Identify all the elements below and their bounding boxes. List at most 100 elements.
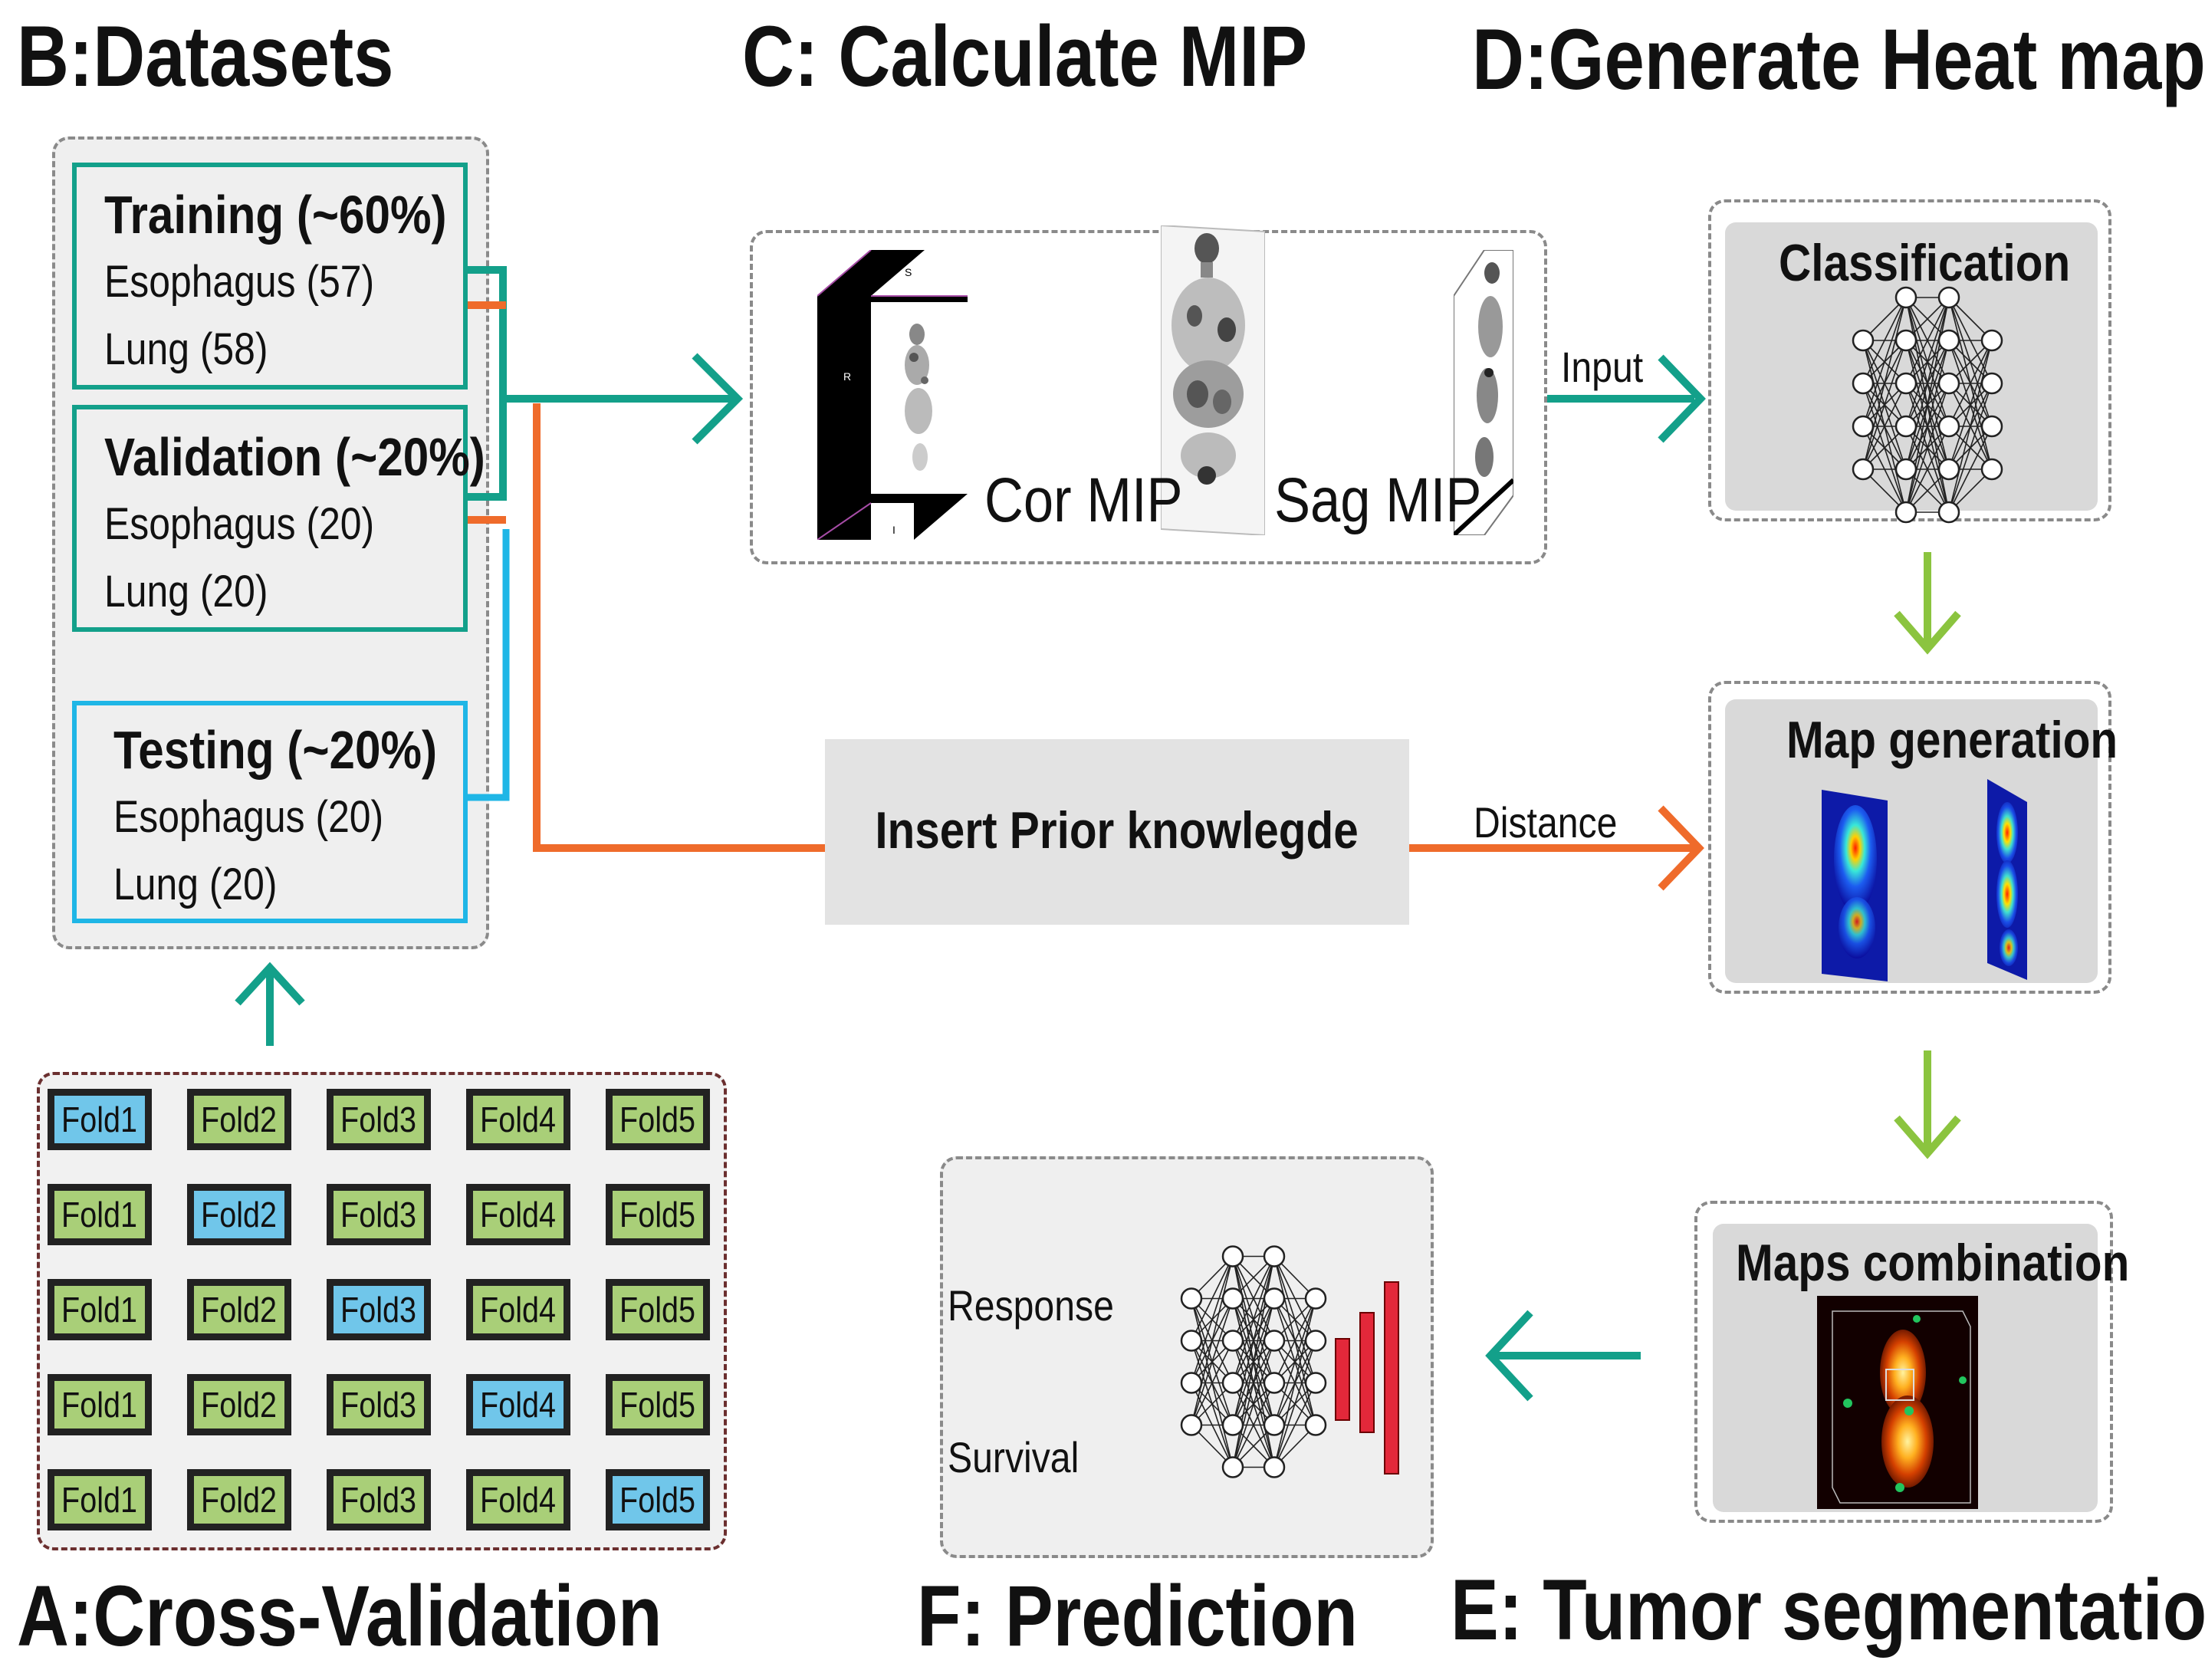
fold-label: Fold3 bbox=[340, 1385, 417, 1425]
fold-cell: Fold4 bbox=[466, 1374, 570, 1435]
fold-cell: Fold2 bbox=[187, 1469, 291, 1530]
left-arrow bbox=[1485, 1310, 1641, 1402]
training-set-box: Training (~60%) Esophagus (57) Lung (58) bbox=[72, 163, 468, 390]
maps-combination-container bbox=[1694, 1201, 2113, 1523]
fold-label: Fold5 bbox=[619, 1385, 696, 1425]
survival-label: Survival bbox=[948, 1433, 1079, 1481]
fold-label: Fold1 bbox=[61, 1100, 138, 1139]
sagittal-mip-image bbox=[1454, 250, 1513, 535]
fold-cell: Fold4 bbox=[466, 1089, 570, 1150]
training-esophagus: Esophagus (57) bbox=[104, 257, 375, 307]
pet-volume-svg: S R I bbox=[817, 250, 968, 540]
fold-cell: Fold4 bbox=[466, 1469, 570, 1530]
fold-cell: Fold2 bbox=[187, 1184, 291, 1245]
fold-cell: Fold3 bbox=[327, 1279, 431, 1340]
fold-label: Fold4 bbox=[480, 1195, 557, 1235]
prior-knowledge-label-wrap: Insert Prior knowlegde bbox=[825, 801, 1409, 860]
fold-cell: Fold1 bbox=[48, 1469, 152, 1530]
fold-cell: Fold5 bbox=[606, 1279, 710, 1340]
validation-title: Validation (~20%) bbox=[104, 427, 485, 487]
map-generation-panel bbox=[1725, 699, 2098, 983]
fused-heatmap-svg bbox=[1817, 1296, 1978, 1509]
fold-label: Fold3 bbox=[340, 1480, 417, 1520]
fold-cell: Fold4 bbox=[466, 1184, 570, 1245]
fold-label: Fold4 bbox=[480, 1480, 557, 1520]
distance-arrow-label: Distance bbox=[1474, 798, 1618, 847]
pet-volume-image: S R I bbox=[817, 250, 968, 540]
fold-label: Fold2 bbox=[201, 1385, 278, 1425]
title-prediction: F: Prediction bbox=[917, 1568, 1358, 1664]
fold-cell: Fold3 bbox=[327, 1184, 431, 1245]
fold-cell: Fold3 bbox=[327, 1374, 431, 1435]
fold-cell: Fold1 bbox=[48, 1184, 152, 1245]
fold-label: Fold1 bbox=[61, 1480, 138, 1520]
prediction-container bbox=[940, 1156, 1434, 1558]
fold-cell: Fold3 bbox=[327, 1089, 431, 1150]
testing-lung: Lung (20) bbox=[113, 860, 278, 909]
volume-s-text: S bbox=[905, 266, 912, 278]
fold-cell: Fold4 bbox=[466, 1279, 570, 1340]
fold-cell: Fold1 bbox=[48, 1089, 152, 1150]
maps-combination-title: Maps combination bbox=[1736, 1234, 2130, 1292]
fold-cell: Fold2 bbox=[187, 1279, 291, 1340]
fold-label: Fold4 bbox=[480, 1385, 557, 1425]
fold-label: Fold2 bbox=[201, 1290, 278, 1330]
teal-connector bbox=[468, 266, 744, 501]
fold-cell: Fold2 bbox=[187, 1089, 291, 1150]
fold-cell: Fold5 bbox=[606, 1374, 710, 1435]
map-generation-title: Map generation bbox=[1786, 711, 2118, 769]
heatmap-sagittal-svg bbox=[1987, 779, 2027, 980]
fused-heatmap-image bbox=[1817, 1296, 1978, 1509]
fold-label: Fold3 bbox=[340, 1290, 417, 1330]
volume-i-text: I bbox=[892, 524, 895, 536]
training-lung: Lung (58) bbox=[104, 324, 268, 374]
fold-label: Fold5 bbox=[619, 1290, 696, 1330]
fold-label: Fold3 bbox=[340, 1100, 417, 1139]
fold-label: Fold4 bbox=[480, 1100, 557, 1139]
title-datasets: B:Datasets bbox=[17, 8, 394, 104]
fold-label: Fold5 bbox=[619, 1100, 696, 1139]
validation-set-box: Validation (~20%) Esophagus (20) Lung (2… bbox=[72, 405, 485, 632]
fold-label: Fold4 bbox=[480, 1290, 557, 1330]
volume-r-text: R bbox=[843, 370, 851, 383]
fold-label: Fold2 bbox=[201, 1100, 278, 1139]
fold-label: Fold1 bbox=[61, 1290, 138, 1330]
prior-knowledge-label: Insert Prior knowlegde bbox=[875, 801, 1359, 860]
testing-esophagus: Esophagus (20) bbox=[113, 792, 384, 842]
up-arrow bbox=[235, 962, 305, 1046]
testing-set-box: Testing (~20%) Esophagus (20) Lung (20) bbox=[72, 701, 468, 923]
prior-knowledge-box bbox=[825, 739, 1409, 925]
sagittal-mip-svg bbox=[1454, 250, 1513, 535]
coronal-mip-image bbox=[1161, 225, 1265, 535]
fold-label: Fold5 bbox=[619, 1480, 696, 1520]
heatmap-coronal-svg bbox=[1822, 790, 1888, 981]
title-calculate-mip: C: Calculate MIP bbox=[742, 8, 1308, 104]
fold-label: Fold1 bbox=[61, 1385, 138, 1425]
validation-lung: Lung (20) bbox=[104, 567, 268, 616]
training-title: Training (~60%) bbox=[104, 185, 447, 245]
fold-label: Fold1 bbox=[61, 1195, 138, 1235]
title-cross-validation: A:Cross-Validation bbox=[17, 1568, 662, 1664]
heatmap-sagittal-image bbox=[1987, 779, 2027, 980]
testing-title: Testing (~20%) bbox=[113, 720, 438, 780]
fold-cell: Fold5 bbox=[606, 1469, 710, 1530]
map-generation-container bbox=[1708, 681, 2111, 994]
fold-label: Fold5 bbox=[619, 1195, 696, 1235]
response-label: Response bbox=[948, 1281, 1114, 1330]
fold-cell: Fold2 bbox=[187, 1374, 291, 1435]
coronal-mip-svg bbox=[1161, 225, 1265, 535]
title-generate-heatmaps: D:Generate Heat maps bbox=[1472, 12, 2205, 107]
fold-cell: Fold1 bbox=[48, 1279, 152, 1340]
fold-cell: Fold5 bbox=[606, 1089, 710, 1150]
fold-label: Fold3 bbox=[340, 1195, 417, 1235]
fold-cell: Fold5 bbox=[606, 1184, 710, 1245]
fold-label: Fold2 bbox=[201, 1195, 278, 1235]
fold-cell: Fold1 bbox=[48, 1374, 152, 1435]
classification-title: Classification bbox=[1779, 234, 2071, 292]
cor-mip-label: Cor MIP bbox=[984, 465, 1183, 535]
fold-cell: Fold3 bbox=[327, 1469, 431, 1530]
sag-mip-label: Sag MIP bbox=[1274, 465, 1482, 535]
heatmap-coronal-image bbox=[1822, 790, 1888, 981]
validation-esophagus: Esophagus (20) bbox=[104, 499, 375, 549]
fold-label: Fold2 bbox=[201, 1480, 278, 1520]
